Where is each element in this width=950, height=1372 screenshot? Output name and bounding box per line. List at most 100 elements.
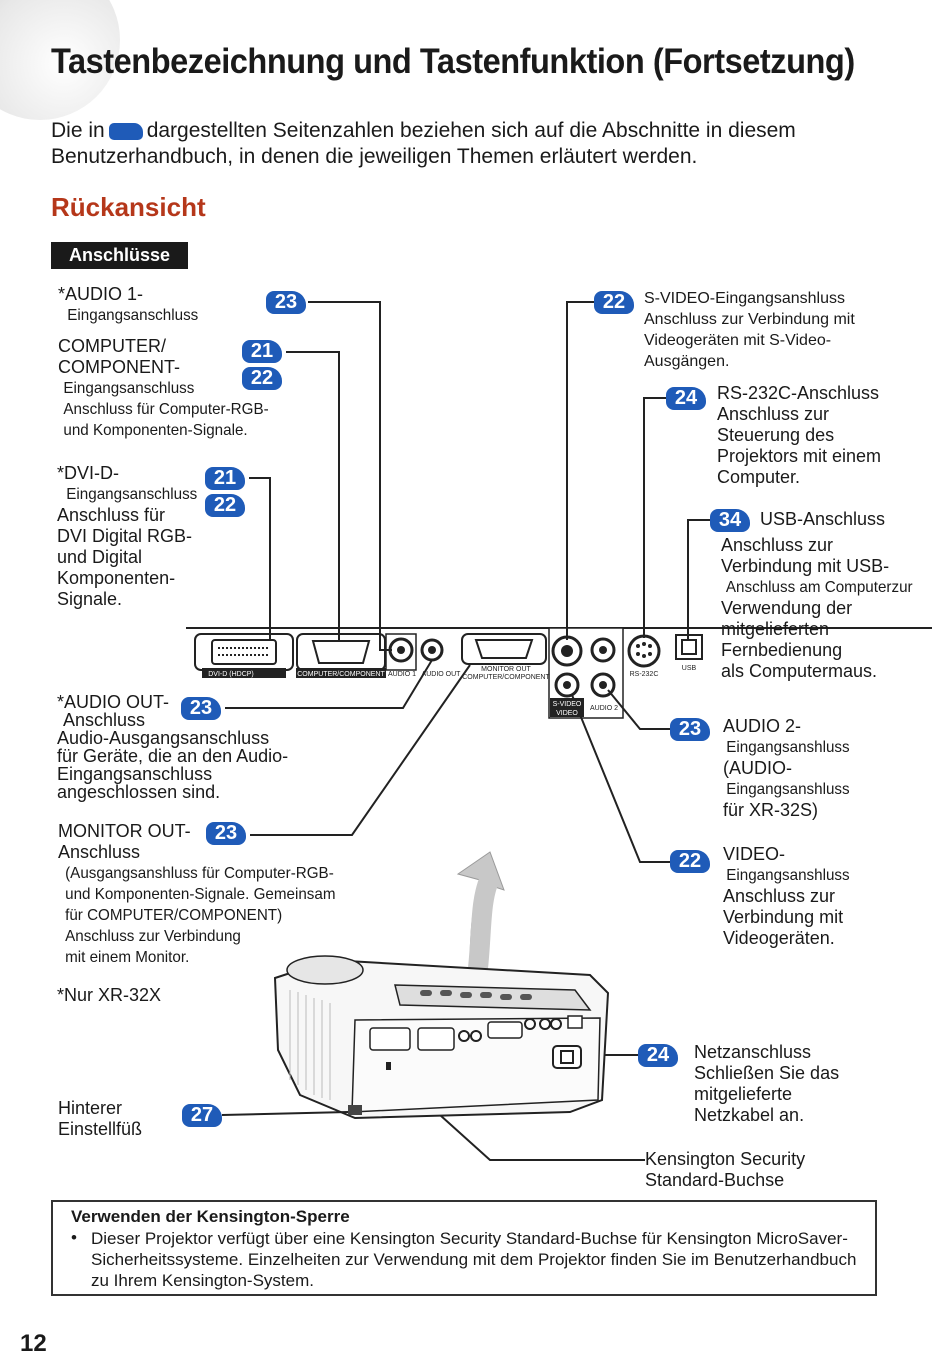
power-l3: mitgelieferte	[694, 1084, 793, 1104]
monitorout-l2: Anschluss	[58, 842, 141, 862]
audio2-l2: Eingangsanshluss	[726, 739, 850, 756]
computer-l3: Eingangsanschluss	[63, 380, 195, 397]
dvi-l4: DVI Digital RGB-	[57, 526, 193, 546]
computer-l5: und Komponenten-Signale.	[63, 422, 248, 439]
page-title: Tastenbezeichnung und Tastenfunktion (Fo…	[51, 42, 855, 81]
dvi-l2: Eingangsanschluss	[66, 486, 198, 503]
computer-l4: Anschluss für Computer-RGB-	[63, 401, 269, 418]
page-number: 12	[20, 1330, 47, 1357]
computer-l2: COMPONENT-	[58, 357, 181, 377]
note-text: Dieser Projektor verfügt über eine Kensi…	[91, 1229, 857, 1290]
badge-audio2[interactable]: 23	[670, 718, 710, 741]
video-l2: Eingangsanshluss	[726, 867, 850, 884]
audio1-l1: *AUDIO 1-	[58, 284, 144, 304]
monitorout-port	[461, 633, 547, 665]
usb-label: Anschluss zur Verbindung mit USB- Anschl…	[721, 535, 918, 682]
power-l1: Netzanschluss	[694, 1042, 812, 1062]
audio1-l2: Eingangsanschluss	[67, 307, 199, 324]
computer-l1: COMPUTER/	[58, 336, 166, 356]
footnote: *Nur XR-32X	[57, 985, 162, 1005]
badge-monitorout[interactable]: 23	[206, 822, 246, 845]
audioout-label: *AUDIO OUT- Anschluss Audio-Ausgangsansc…	[57, 693, 288, 801]
audio1-port	[385, 633, 417, 671]
svideo-l2: Anschluss zur Verbindung mit	[644, 311, 855, 328]
usb-l2: Anschluss zur	[721, 535, 834, 555]
badge-power[interactable]: 24	[638, 1044, 678, 1067]
panel-label-dvi: DVI-D (HDCP)	[208, 671, 254, 678]
audioout-l4: für Geräte, die an den Audio-	[57, 746, 289, 766]
audio2-l5: für XR-32S)	[723, 800, 819, 820]
panel-label-usb: USB	[682, 665, 697, 672]
monitorout-l1: MONITOR OUT-	[58, 821, 191, 841]
panel-label-audio1: AUDIO 1	[388, 671, 416, 678]
badge-audio1[interactable]: 23	[266, 291, 306, 314]
badge-computer-2[interactable]: 22	[242, 367, 282, 390]
foot-label: Hinterer Einstellfüß	[58, 1098, 142, 1140]
rs232-label: RS-232C-Anschluss Anschluss zur Steuerun…	[717, 383, 881, 488]
badge-svideo[interactable]: 22	[594, 291, 634, 314]
panel-label-audio2: AUDIO 2	[590, 705, 618, 712]
usb-l6: mitgelieferten	[721, 619, 830, 639]
subheader-label: Anschlüsse	[51, 242, 188, 269]
badge-rs232[interactable]: 24	[666, 387, 706, 410]
foot-l1: Hinterer	[58, 1098, 123, 1118]
badge-foot[interactable]: 27	[182, 1104, 222, 1127]
projector-illustration	[273, 955, 610, 1120]
audioout-l1: *AUDIO OUT-	[57, 692, 170, 712]
page-ref-icon	[108, 122, 143, 140]
badge-dvi-2[interactable]: 22	[205, 494, 245, 517]
audio2-l4: Eingangsanshluss	[726, 781, 850, 798]
video-label: VIDEO- Eingangsanshluss Anschluss zur Ve…	[723, 844, 853, 949]
svideo-label: S-VIDEO-Eingangsanshluss Anschluss zur V…	[644, 288, 855, 372]
badge-computer-1[interactable]: 21	[242, 340, 282, 363]
panel-label-svideo: S-VIDEO	[553, 701, 582, 708]
audio1-label: *AUDIO 1- Eingangsanschluss	[58, 284, 202, 326]
usb-l8: als Computermaus.	[721, 661, 878, 681]
usb-title: USB-Anschluss	[760, 509, 886, 529]
badge-video[interactable]: 22	[670, 850, 710, 873]
intro-before: Die in	[51, 119, 105, 142]
dvi-l1: *DVI-D-	[57, 463, 119, 483]
kensington-l1: Kensington Security	[645, 1149, 806, 1169]
badge-usb[interactable]: 34	[710, 509, 750, 532]
usb-l5: Verwendung der	[721, 598, 853, 618]
audio2-l1: AUDIO 2-	[723, 716, 802, 736]
rs232-port	[627, 634, 661, 668]
power-l2: Schließen Sie das	[694, 1063, 840, 1083]
arrow-shaft	[468, 873, 500, 970]
intro-after: dargestellten Seitenzahlen beziehen sich…	[51, 119, 796, 168]
video-l5: Videogeräten.	[723, 928, 835, 948]
dvi-l6: Komponenten-	[57, 568, 176, 588]
audio2-l3: (AUDIO-	[723, 758, 792, 778]
video-l4: Verbindung mit	[723, 907, 844, 927]
rs232-l3: Steuerung des	[717, 425, 835, 445]
panel-label-audioout: AUDIO OUT	[422, 671, 462, 678]
dvi-l3: Anschluss für	[57, 505, 166, 525]
dvi-l7: Signale.	[57, 589, 123, 609]
foot-l2: Einstellfüß	[58, 1119, 143, 1139]
badge-audioout[interactable]: 23	[181, 697, 221, 720]
power-label: Netzanschluss Schließen Sie das mitgelie…	[694, 1042, 839, 1126]
audio2-label: AUDIO 2- Eingangsanshluss (AUDIO- Eingan…	[723, 716, 853, 821]
kensington-note: Verwenden der Kensington-Sperre • Dieser…	[51, 1200, 877, 1296]
monitorout-l6: Anschluss zur Verbindung	[65, 928, 241, 945]
monitorout-label: MONITOR OUT- Anschluss (Ausgangsanshluss…	[58, 821, 343, 968]
computer-label: COMPUTER/ COMPONENT- Eingangsanschluss A…	[58, 336, 274, 441]
panel-label-monitor2: COMPUTER/COMPONENT	[462, 674, 550, 681]
panel-label-computer: COMPUTER/COMPONENT	[297, 671, 385, 678]
panel-label-video: VIDEO	[556, 710, 578, 717]
monitorout-l3: (Ausgangsanshluss für Computer-RGB-	[65, 865, 334, 882]
kensington-l2: Standard-Buchse	[645, 1170, 785, 1190]
dvi-label: *DVI-D- Eingangsanschluss Anschluss für …	[57, 463, 201, 610]
monitorout-l7: mit einem Monitor.	[65, 949, 190, 966]
note-heading: Verwenden der Kensington-Sperre	[71, 1207, 350, 1226]
power-l4: Netzkabel an.	[694, 1105, 805, 1125]
rs232-l4: Projektors mit einem	[717, 446, 882, 466]
section-title: Rückansicht	[51, 192, 206, 222]
audioout-l2: Anschluss	[63, 710, 146, 730]
svideo-l4: Ausgängen.	[644, 353, 730, 370]
badge-dvi-1[interactable]: 21	[205, 467, 245, 490]
audioout-l5: Eingangsanschluss	[57, 764, 213, 784]
